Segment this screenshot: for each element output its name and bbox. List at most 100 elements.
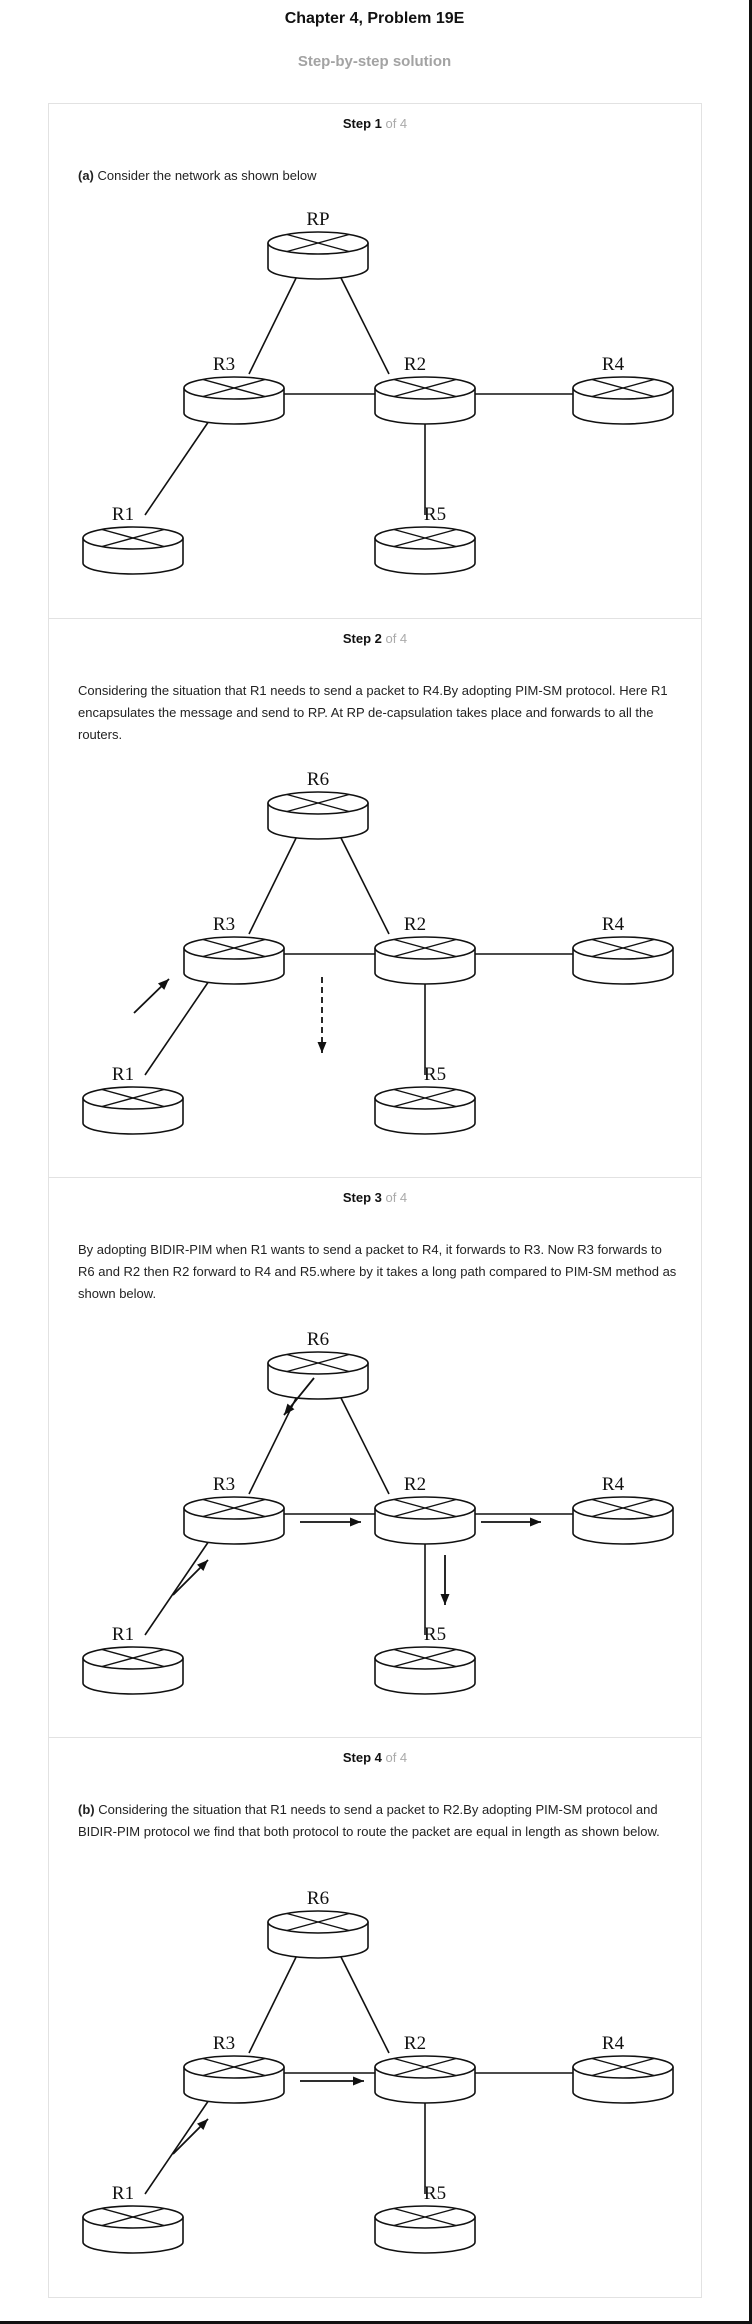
router-label: R4 — [602, 1474, 625, 1495]
router-label: RP — [306, 209, 329, 230]
step-body: Considering the situation that R1 needs … — [78, 1802, 660, 1839]
router-icon-r1 — [82, 1086, 184, 1135]
step-heading: Step 2 of 4 — [48, 631, 702, 646]
router-label: R3 — [213, 1474, 235, 1495]
router-label: R2 — [404, 914, 426, 935]
router-label: R5 — [424, 2183, 446, 2204]
router-icon-r1 — [82, 526, 184, 575]
router-label: R6 — [307, 1329, 329, 1350]
step-4: Step 4 of 4 (b) Considering the situatio… — [48, 1738, 702, 2297]
router-icon-r5 — [374, 2205, 476, 2254]
router-icon-r2 — [374, 376, 476, 425]
router-icon-r1 — [82, 1646, 184, 1695]
step-label: Step 4 — [342, 1750, 382, 1765]
step-1: Step 1 of 4 (a) Consider the network as … — [48, 104, 702, 618]
arrow — [317, 977, 327, 1053]
arrow — [172, 2118, 209, 2155]
router-icon-r3 — [183, 936, 285, 985]
router-label: R1 — [112, 2183, 134, 2204]
step-label: Step 3 — [342, 1190, 382, 1205]
router-icon-top — [267, 1351, 369, 1400]
router-icon-r2 — [374, 1496, 476, 1545]
router-label: R2 — [404, 354, 426, 375]
router-label: R6 — [307, 769, 329, 790]
step-separator — [48, 1737, 702, 1738]
step-2: Step 2 of 4 Considering the situation th… — [48, 619, 702, 1177]
step-body: By adopting BIDIR-PIM when R1 wants to s… — [78, 1242, 677, 1301]
step-part-label: (b) — [78, 1802, 95, 1817]
router-label: R1 — [112, 1064, 134, 1085]
arrow — [283, 1377, 315, 1416]
router-label: R2 — [404, 1474, 426, 1495]
step-separator — [48, 618, 702, 619]
router-icon-top — [267, 231, 369, 280]
router-label: R1 — [112, 1624, 134, 1645]
router-icon-top — [267, 791, 369, 840]
router-label: R3 — [213, 2033, 235, 2054]
link-line — [144, 977, 212, 1076]
router-label: R5 — [424, 504, 446, 525]
router-label: R4 — [602, 914, 625, 935]
step-text: By adopting BIDIR-PIM when R1 wants to s… — [78, 1239, 678, 1305]
router-label: R6 — [307, 1888, 329, 1909]
router-icon-r3 — [183, 376, 285, 425]
router-icon-r4 — [572, 2055, 674, 2104]
step-3: Step 3 of 4 By adopting BIDIR-PIM when R… — [48, 1178, 702, 1737]
router-icon-r5 — [374, 1086, 476, 1135]
step-part-label: (a) — [78, 168, 94, 183]
router-label: R1 — [112, 504, 134, 525]
page-title: Chapter 4, Problem 19E — [284, 10, 465, 27]
step-heading: Step 1 of 4 — [48, 116, 702, 131]
step-text: (a) Consider the network as shown below — [78, 165, 678, 187]
step-text: (b) Considering the situation that R1 ne… — [78, 1799, 678, 1843]
solution-card — [48, 103, 702, 2298]
router-icon-r3 — [183, 2055, 285, 2104]
step-count: of 4 — [381, 1190, 408, 1205]
link-line — [144, 1537, 212, 1636]
router-icon-r5 — [374, 526, 476, 575]
router-icon-r4 — [572, 1496, 674, 1545]
router-label: R3 — [213, 354, 235, 375]
step-body: Consider the network as shown below — [93, 168, 317, 183]
arrow — [300, 2076, 364, 2086]
step-heading: Step 4 of 4 — [48, 1750, 702, 1765]
step-count: of 4 — [381, 1750, 408, 1765]
link-line — [248, 827, 302, 935]
step-separator — [48, 1177, 702, 1178]
router-icon-r3 — [183, 1496, 285, 1545]
step-text: Considering the situation that R1 needs … — [78, 680, 678, 746]
router-icon-r4 — [572, 936, 674, 985]
router-icon-r5 — [374, 1646, 476, 1695]
step-heading: Step 3 of 4 — [48, 1190, 702, 1205]
link-line — [248, 1946, 302, 2054]
step-count: of 4 — [381, 631, 408, 646]
link-line — [335, 267, 390, 375]
link-line — [144, 2096, 212, 2195]
router-icon-r2 — [374, 2055, 476, 2104]
page-subtitle: Step-by-step solution — [297, 53, 452, 70]
arrow — [300, 1517, 361, 1527]
link-line — [335, 827, 390, 935]
link-line — [144, 417, 212, 516]
router-icon-r1 — [82, 2205, 184, 2254]
router-label: R5 — [424, 1624, 446, 1645]
link-line — [335, 1946, 390, 2054]
step-count: of 4 — [381, 116, 408, 131]
step-body: Considering the situation that R1 needs … — [78, 683, 668, 742]
router-icon-r4 — [572, 376, 674, 425]
router-icon-top — [267, 1910, 369, 1959]
router-label: R5 — [424, 1064, 446, 1085]
router-icon-r2 — [374, 936, 476, 985]
link-line — [335, 1387, 390, 1495]
step-label: Step 2 — [342, 631, 382, 646]
step-label: Step 1 — [342, 116, 382, 131]
router-label: R3 — [213, 914, 235, 935]
arrow — [172, 1559, 209, 1596]
router-label: R4 — [602, 354, 625, 375]
router-label: R4 — [602, 2033, 625, 2054]
